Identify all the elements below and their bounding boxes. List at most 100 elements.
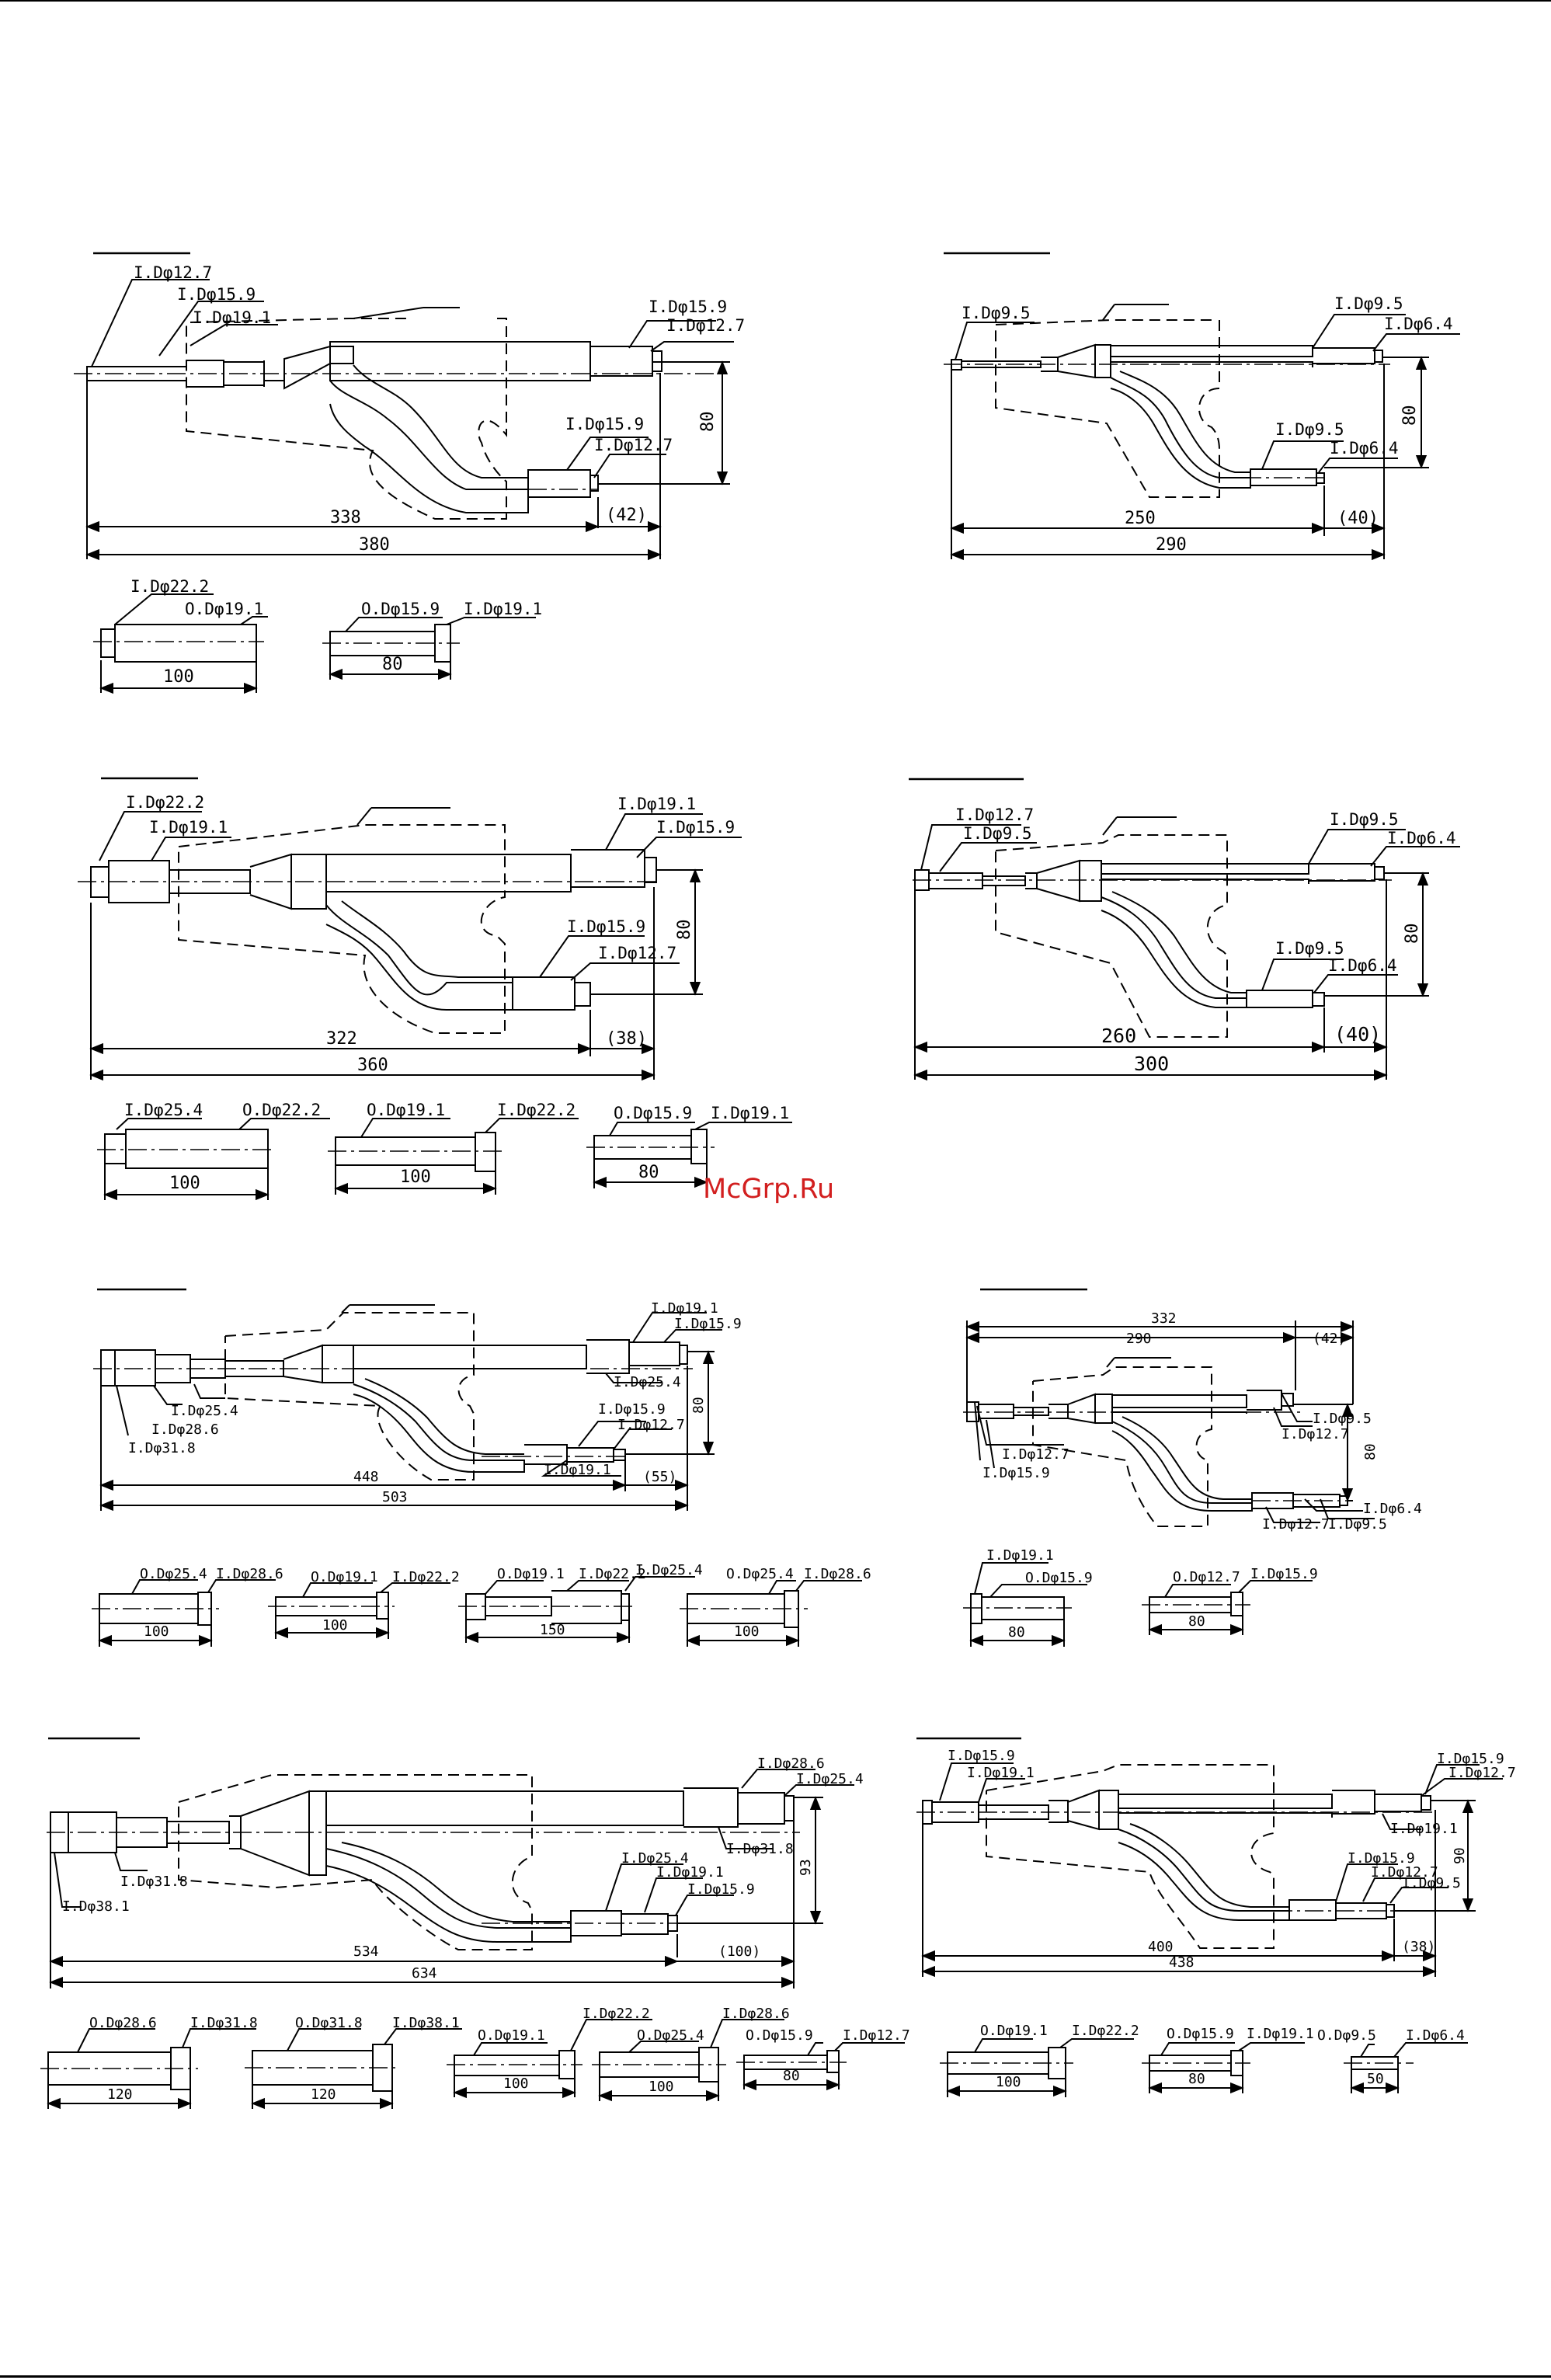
kit5-dim-inner: 448 [353,1469,379,1485]
kit7-part1-l1: O.Dφ28.6 [89,2015,157,2031]
kit7-part3-l1: O.Dφ19.1 [478,2027,545,2044]
kit4-label-b: I.Dφ9.5 [963,824,1032,843]
kit5-dim-tail: (55) [643,1469,676,1485]
kit7-label-e: I.Dφ38.1 [62,1898,130,1915]
kit6-part1-l2: O.Dφ15.9 [1025,1570,1093,1586]
kit6-dim-tail: (42) [1313,1331,1346,1347]
kit5-label-d: I.Dφ25.4 [171,1403,238,1419]
kit1-label-a: I.Dφ12.7 [134,263,212,282]
kit6-part-1 [963,1562,1087,1647]
kit5-dim-rise: 80 [690,1397,707,1414]
kit1-part1-l2: O.Dφ19.1 [185,600,263,618]
kit3-branch-drawing [78,777,742,1081]
kit8-dim-inner: 400 [1148,1939,1174,1955]
kit7-part-1 [40,2028,256,2110]
kit3-part3-l1: O.Dφ15.9 [614,1104,692,1122]
kit8-part1-l1: O.Dφ19.1 [980,2023,1048,2039]
sheet-bottom-rule [0,2375,1551,2378]
kit6-part-2 [1142,1580,1313,1636]
kit7-part-3 [447,2019,652,2099]
kit8-label-c: I.Dφ15.9 [1437,1751,1504,1767]
kit7-part-5 [736,2042,905,2091]
kit3-part2-l1: O.Dφ19.1 [367,1101,445,1119]
kit2-label-b: I.Dφ9.5 [1334,294,1403,313]
kit8-part1-l2: I.Dφ22.2 [1072,2023,1139,2039]
kit3-part-3 [586,1122,792,1188]
kit5-label-a: I.Dφ19.1 [651,1300,718,1317]
kit1-dim-rise: 80 [698,412,718,433]
kit8-label-a: I.Dφ15.9 [948,1748,1015,1764]
kit5-label-i: I.Dφ19.1 [544,1462,611,1478]
kit1-part2-len: 80 [382,655,403,674]
kit5-part-2 [268,1582,450,1639]
kit5-part3-l3: I.Dφ25.4 [635,1562,703,1578]
kit7-label-b: I.Dφ25.4 [796,1771,864,1787]
kit6-part2-l1: O.Dφ12.7 [1173,1569,1240,1585]
kit7-label-c: I.Dφ31.8 [726,1841,794,1857]
kit4-dim-rise: 80 [1403,924,1422,945]
kit5-part4-l1: O.Dφ25.4 [726,1566,794,1582]
kit1-dim-tail: (42) [606,506,647,525]
kit6-label-f: I.Dφ12.7 [1262,1516,1330,1533]
kit7-part1-l2: I.Dφ31.8 [190,2015,258,2031]
kit6-part1-l1: I.Dφ19.1 [986,1547,1054,1564]
kit5-part2-len: 100 [322,1617,348,1634]
kit4-label-f: I.Dφ6.4 [1328,956,1397,975]
kit4-branch-drawing [909,778,1460,1081]
kit8-dim-tail: (38) [1402,1939,1435,1955]
kit3-part-2 [328,1118,579,1195]
kit5-part-4 [680,1580,862,1647]
kit5-label-c: I.Dφ25.4 [614,1374,681,1390]
kit5-label-e: I.Dφ28.6 [151,1421,219,1438]
kit3-part-1 [97,1118,330,1201]
kit6-branch-drawing [963,1288,1375,1527]
kit8-part2-len: 80 [1188,2071,1205,2087]
kit6-label-d: I.Dφ15.9 [982,1465,1050,1481]
kit7-label-h: I.Dφ15.9 [687,1881,755,1898]
kit3-dim-outer: 360 [357,1056,388,1075]
kit5-part3-l1: O.Dφ19.1 [497,1566,565,1582]
kit5-label-f: I.Dφ31.8 [128,1440,196,1456]
kit5-part-3 [458,1576,695,1644]
kit6-dim-rise: 80 [1362,1443,1379,1460]
kit8-label-f: I.Dφ15.9 [1348,1850,1415,1867]
kit8-part3-len: 50 [1367,2071,1384,2087]
kit1-part2-l1: O.Dφ15.9 [361,600,440,618]
kit6-label-g: I.Dφ9.5 [1328,1516,1387,1533]
kit3-part3-len: 80 [638,1163,659,1182]
kit7-part2-len: 120 [311,2086,336,2103]
kit8-branch-drawing [916,1737,1503,1978]
kit8-label-d: I.Dφ12.7 [1448,1765,1516,1781]
kit8-part-2 [1142,2042,1305,2094]
kit7-part4-len: 100 [649,2079,674,2095]
kit4-dim-outer: 300 [1134,1053,1169,1075]
kit1-part2-l2: I.Dφ19.1 [464,600,542,618]
kit5-part-1 [92,1579,276,1647]
kit7-branch-drawing [47,1737,854,1989]
kit6-part2-l2: I.Dφ15.9 [1250,1566,1318,1582]
kit5-label-h: I.Dφ12.7 [617,1417,685,1433]
kit7-part-2 [245,2028,462,2110]
kit5-part4-len: 100 [734,1623,760,1640]
kit6-dim-mid: 290 [1126,1331,1152,1347]
kit6-part2-len: 80 [1188,1613,1205,1630]
kit1-label-f: I.Dφ15.9 [565,415,644,433]
kit2-dim-tail: (40) [1337,509,1379,528]
kit2-label-d: I.Dφ9.5 [1275,420,1344,439]
kit5-label-b: I.Dφ15.9 [674,1316,742,1332]
kit5-branch-drawing [93,1288,722,1512]
kit2-dim-inner: 250 [1125,509,1156,528]
kit7-part4-l1: O.Dφ25.4 [637,2027,704,2044]
kit1-label-d: I.Dφ15.9 [649,298,727,316]
kit7-part3-len: 100 [503,2076,529,2092]
kit8-label-b: I.Dφ19.1 [967,1765,1035,1781]
kit3-part1-len: 100 [169,1174,200,1193]
kit8-label-h: I.Dφ9.5 [1402,1875,1461,1891]
kit4-dim-tail: (40) [1334,1023,1381,1046]
kit7-part2-l1: O.Dφ31.8 [295,2015,363,2031]
kit7-dim-inner: 534 [353,1943,379,1960]
kit8-dim-rise: 90 [1452,1847,1468,1864]
kit3-label-b: I.Dφ19.1 [149,818,228,837]
kit8-part3-l2: I.Dφ6.4 [1406,2027,1465,2044]
watermark-text: McGrp.Ru [703,1174,834,1205]
